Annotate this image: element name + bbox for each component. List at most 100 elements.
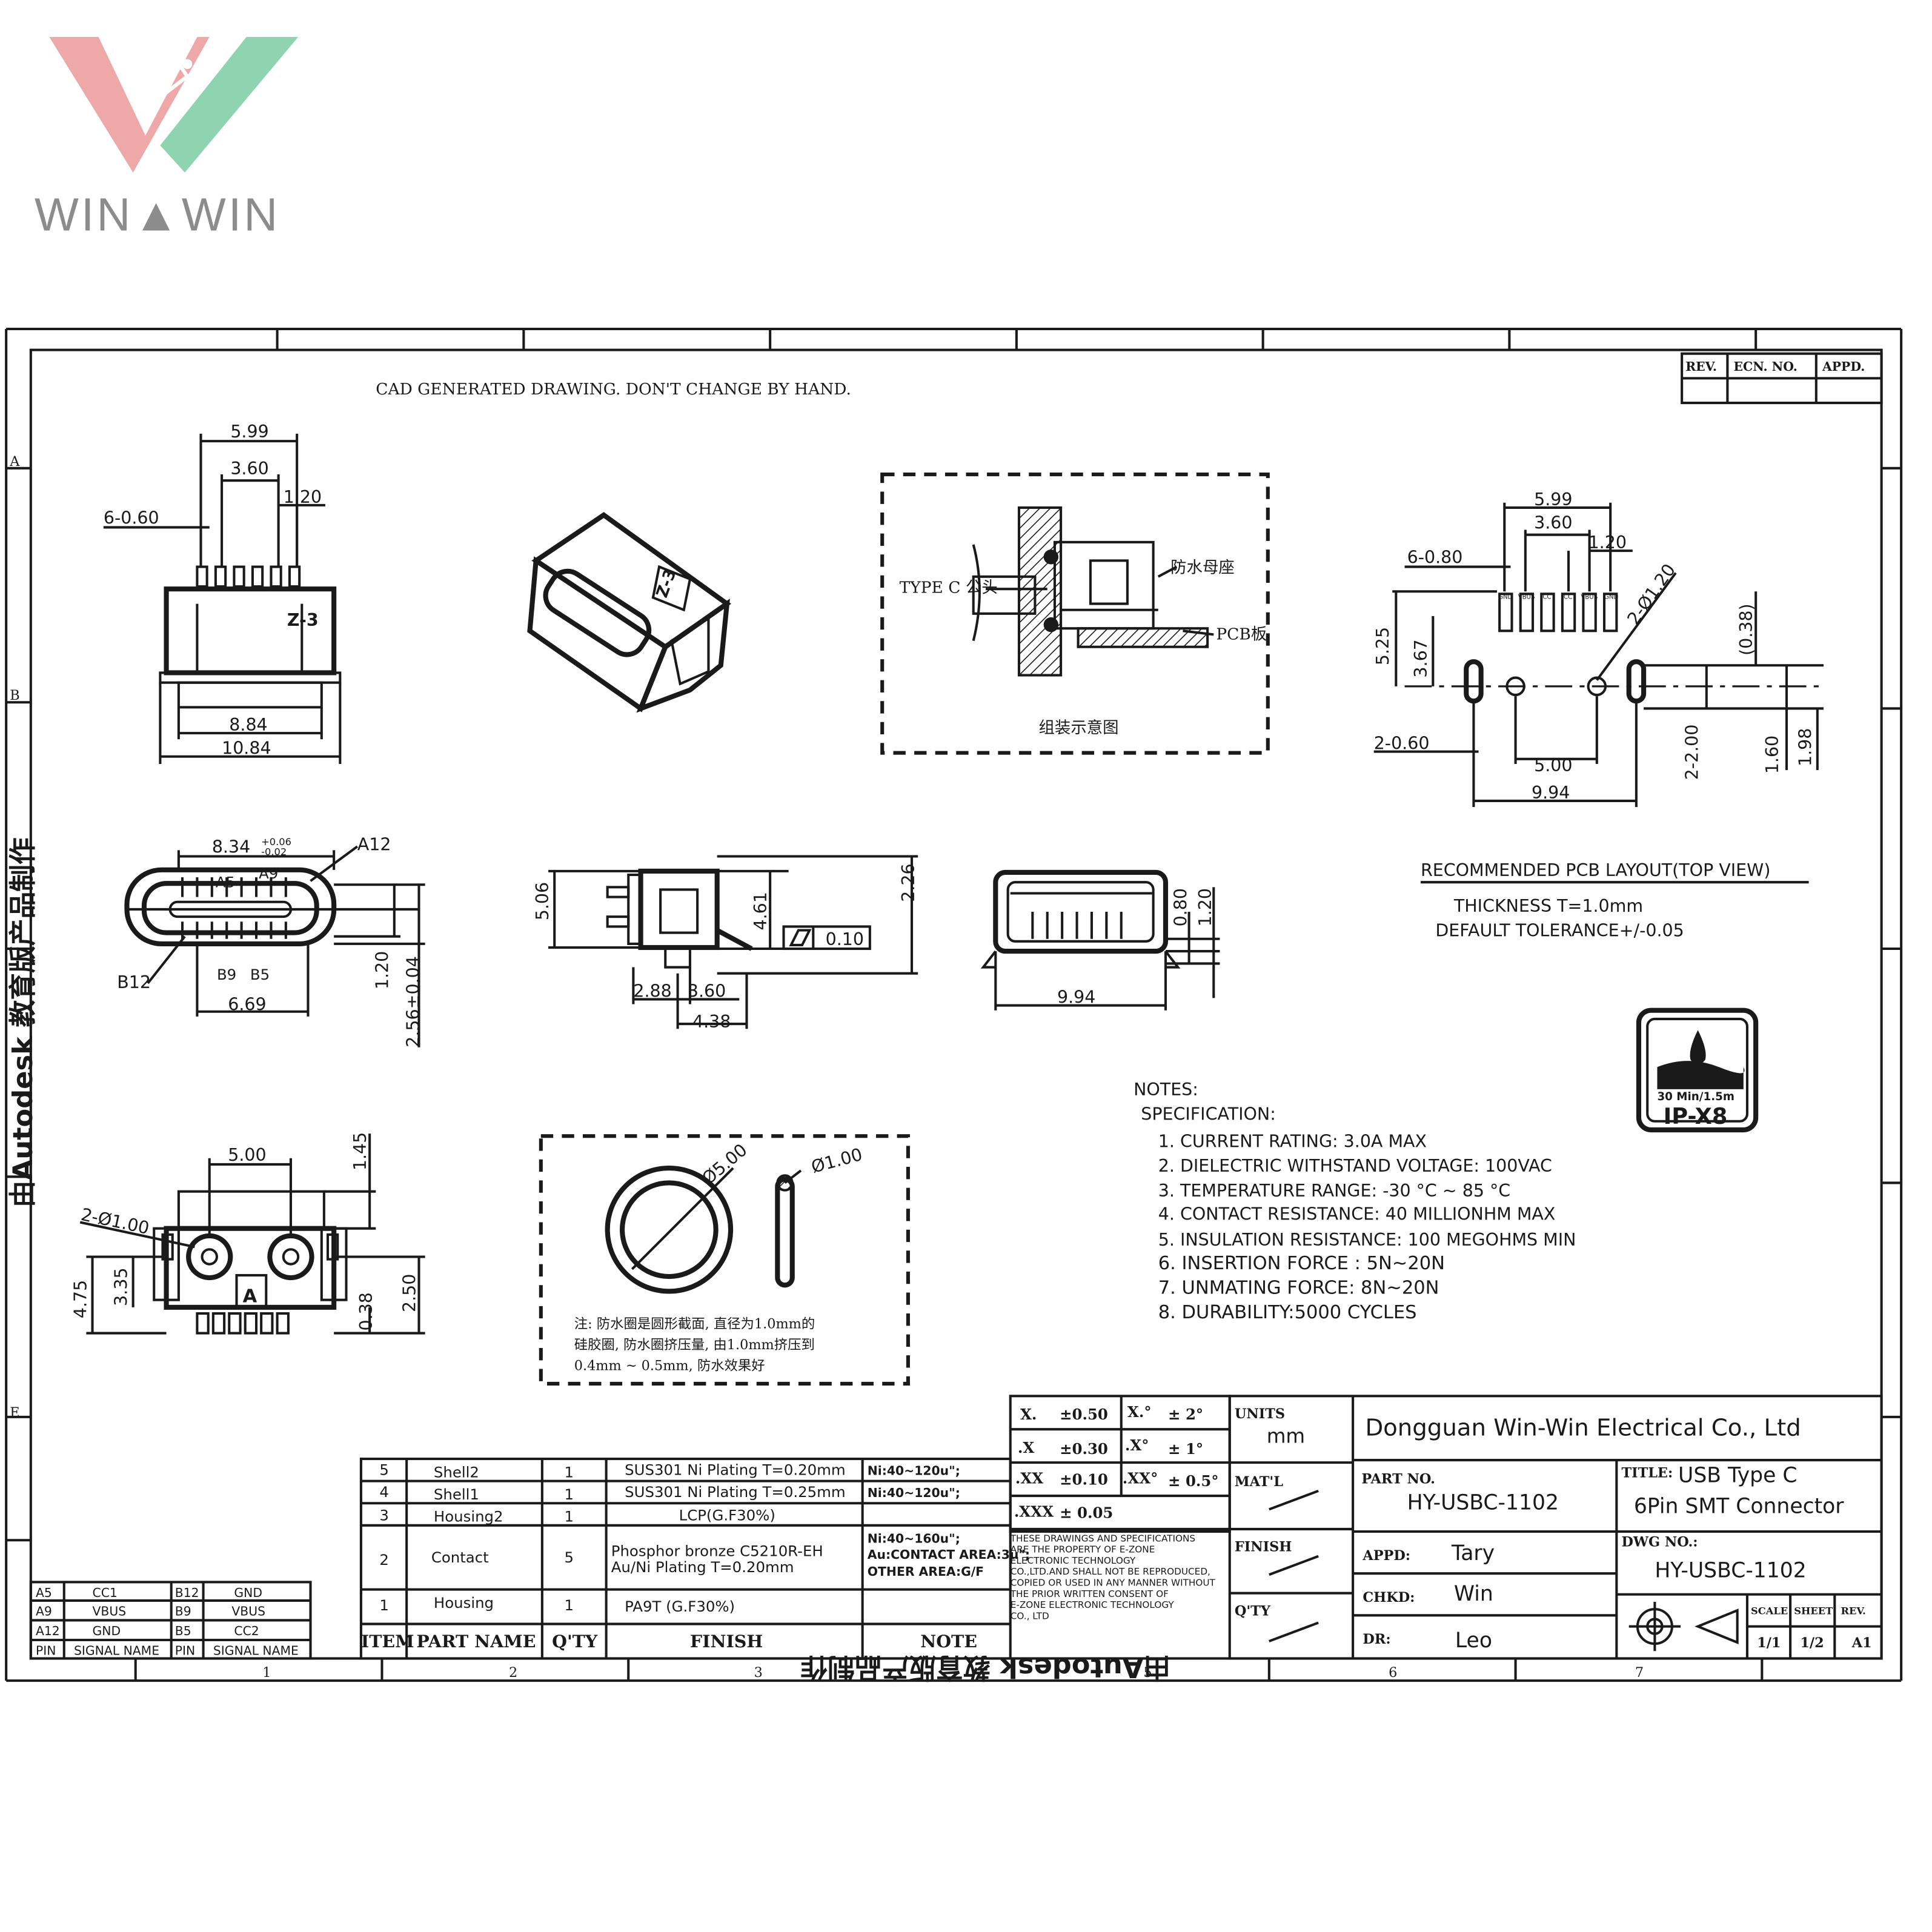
assembly-diagram: TYPE C 公头 防水母座 PCB板 组装示意图	[880, 472, 1270, 755]
front-label-a5: A5	[216, 873, 235, 891]
tol-cell: .X	[1018, 1439, 1034, 1456]
view-bottom: A 5.00 1.45 2-Ø1.00 4.75 3.35 0.38 2.50	[70, 1132, 425, 1335]
pin-cell: A5	[36, 1585, 52, 1600]
view-top-connector: Z-3 5.99 3.60 1.20 6-0.60 8.84 10.84	[104, 422, 342, 764]
pcb-pin-6: GND	[1604, 594, 1618, 600]
bom-finish: SUS301 Ni Plating T=0.20mm	[625, 1461, 846, 1478]
pcb-dim-2-0-60: 2-0.60	[1374, 734, 1430, 754]
end-dim-1-20: 1.20	[1195, 888, 1215, 926]
rev-table: REV. ECN. NO. APPD.	[1681, 352, 1883, 405]
pin-cell: B12	[175, 1585, 199, 1600]
bom-header-finish: FINISH	[690, 1631, 763, 1651]
bom-item: 1	[379, 1596, 389, 1614]
pin-cell: GND	[93, 1624, 121, 1638]
title-label: TITLE:	[1621, 1466, 1673, 1481]
property-text: COPIED OR USED IN ANY MANNER WITHOUT	[1011, 1578, 1216, 1588]
bom-qty: 5	[564, 1549, 574, 1566]
note-2: 2. DIELECTRIC WITHSTAND VOLTAGE: 100VAC	[1158, 1156, 1552, 1176]
bom-part-name: Contact	[431, 1549, 489, 1566]
company-name: Dongguan Win-Win Electrical Co., Ltd	[1365, 1414, 1801, 1441]
zone-5: 5	[1143, 1665, 1152, 1681]
title-line-2: 6Pin SMT Connector	[1634, 1495, 1844, 1519]
tol-cell: ± 2°	[1168, 1406, 1203, 1423]
pcb-dim-5-00: 5.00	[1534, 755, 1572, 775]
pin-cell: VBUS	[93, 1604, 127, 1618]
bottom-dim-0-38: 0.38	[356, 1292, 376, 1330]
front-label-b5: B5	[250, 966, 270, 983]
bom-header-item: ITEM	[361, 1631, 414, 1651]
cad-note: CAD GENERATED DRAWING. DON'T CHANGE BY H…	[376, 380, 851, 399]
dim-3-60: 3.60	[230, 459, 268, 479]
projection-symbol	[1628, 1601, 1739, 1651]
note-8: 8. DURABILITY:5000 CYCLES	[1158, 1302, 1417, 1323]
notes-block: NOTES: SPECIFICATION: 1. CURRENT RATING:…	[1134, 1080, 1576, 1323]
front-label-b9: B9	[217, 966, 236, 983]
zone-a: A	[9, 454, 20, 470]
part-no-value: HY-USBC-1102	[1407, 1490, 1559, 1515]
bom-header-qty: Q'TY	[552, 1631, 598, 1651]
pcb-layout: GND VBUS CC CC VBUS GND	[1373, 490, 1824, 941]
part-no-label: PART NO.	[1361, 1472, 1435, 1487]
scale-label: SCALE	[1751, 1605, 1788, 1616]
tol-cell: ± 1°	[1168, 1440, 1203, 1458]
bom-note: Ni:40~120u";	[868, 1463, 960, 1478]
pcb-dim-3-60: 3.60	[1534, 513, 1572, 533]
pcb-pin-1: GND	[1498, 594, 1512, 600]
matl-label: MAT'L	[1235, 1474, 1283, 1490]
side-dim-5-06: 5.06	[533, 882, 553, 920]
property-text: ELECTRONIC TECHNOLOGY	[1011, 1555, 1136, 1566]
bottom-dim-2-d1-00: 2-Ø1.00	[79, 1204, 151, 1238]
units-value: mm	[1267, 1425, 1305, 1448]
ecn-header: ECN. NO.	[1734, 359, 1798, 374]
dim-8-84: 8.84	[229, 715, 267, 735]
bottom-dim-1-45: 1.45	[350, 1132, 370, 1170]
zone-6: 6	[1389, 1665, 1397, 1681]
pin-cell: B5	[175, 1624, 191, 1638]
pcb-dim-1-20: 1.20	[1588, 533, 1627, 553]
chkd-label: CHKD:	[1363, 1590, 1415, 1605]
bom-note-3: OTHER AREA:G/F	[868, 1564, 984, 1579]
pcb-dim-2-d1-20: 2-Ø1.20	[1624, 560, 1680, 628]
zone-1: 1	[262, 1665, 271, 1681]
bom-header-name: PART NAME	[416, 1631, 536, 1651]
title-block: UNITS MAT'L FINISH Q'TY PART NO. TITLE: …	[1228, 1395, 1883, 1660]
front-tol-plus: +0.06	[261, 836, 291, 848]
dr-value: Leo	[1455, 1628, 1492, 1653]
scale-value: 1/1	[1757, 1635, 1781, 1651]
dim-1-20: 1.20	[284, 487, 322, 507]
pcb-dim-3-67: 3.67	[1411, 639, 1431, 677]
pcb-thickness: THICKNESS T=1.0mm	[1453, 896, 1643, 916]
sheet-value: 1/2	[1800, 1635, 1824, 1651]
tol-cell: X.°	[1127, 1403, 1152, 1421]
tol-cell: .X°	[1125, 1436, 1149, 1454]
front-label-a12: A12	[357, 834, 391, 854]
property-text: CO., LTD	[1011, 1610, 1049, 1621]
notes-title: NOTES:	[1134, 1080, 1198, 1100]
bom-part-name: Shell1	[434, 1486, 479, 1503]
label-waterproof-socket: 防水母座	[1170, 559, 1235, 577]
oring-note-1: 注: 防水圈是圆形截面, 直径为1.0mm的	[574, 1316, 815, 1332]
note-1: 1. CURRENT RATING: 3.0A MAX	[1158, 1131, 1427, 1151]
bom-item: 3	[379, 1507, 389, 1524]
side-dim-4-61: 4.61	[751, 892, 771, 930]
note-5: 5. INSULATION RESISTANCE: 100 MEGOHMS MI…	[1158, 1230, 1576, 1250]
rev-header: REV.	[1685, 359, 1717, 374]
bom-item: 2	[379, 1551, 389, 1569]
bottom-dim-2-50: 2.50	[399, 1274, 419, 1312]
pcb-dim-5-99: 5.99	[1534, 490, 1572, 510]
bom-note: Ni:40~160u";	[868, 1531, 960, 1545]
ip-rating-text: IP-X8	[1664, 1103, 1728, 1129]
appd-header: APPD.	[1822, 359, 1865, 374]
ip-depth-text: 30 Min/1.5m	[1657, 1090, 1734, 1103]
pin-cell: VBUS	[231, 1604, 265, 1618]
label-type-c-male: TYPE C 公头	[900, 578, 998, 597]
front-label-b12: B12	[117, 972, 151, 992]
pin-header: SIGNAL NAME	[74, 1643, 159, 1658]
bottom-dim-4-75: 4.75	[70, 1280, 90, 1318]
pin-header: PIN	[36, 1643, 56, 1658]
bom-finish-2: Au/Ni Plating T=0.20mm	[611, 1558, 794, 1576]
iso-marking: Z-3	[652, 566, 680, 600]
oring-dim-1-00: Ø1.00	[809, 1144, 865, 1177]
front-dim-8-34: 8.34	[212, 837, 250, 857]
